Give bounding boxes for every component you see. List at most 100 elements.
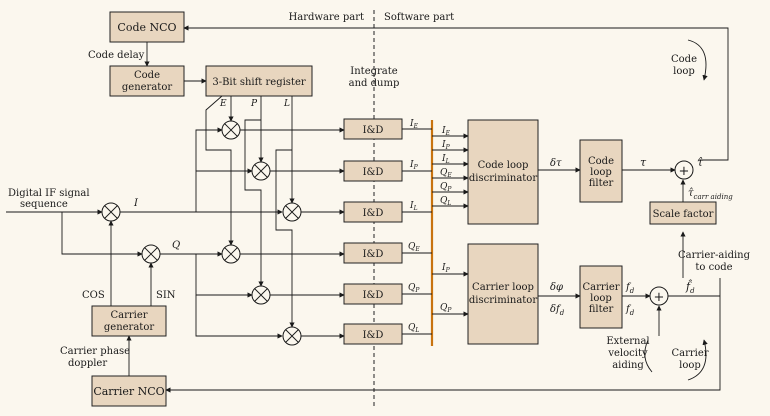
dump-label: and dump <box>349 78 400 89</box>
svg-text:I&D: I&D <box>363 167 384 178</box>
svg-text:I&D: I&D <box>363 330 384 341</box>
input-label-2: sequence <box>20 199 68 210</box>
svg-text:loop: loop <box>590 167 612 178</box>
tau-hat-label: τ̂ <box>697 156 704 169</box>
mixer-ie <box>221 120 241 140</box>
mixer-il <box>282 202 302 222</box>
carrier-phase-label: Carrier phase <box>60 346 130 357</box>
svg-text:loop: loop <box>590 293 612 304</box>
ind-block-ie: I&D <box>343 118 403 140</box>
hardware-label: Hardware part <box>289 12 364 23</box>
carrier-loop-label-1: Carrier <box>671 348 708 359</box>
scale-factor-block: Scale factor <box>649 201 717 225</box>
code-loop-discriminator-block: Code loop discriminator <box>467 119 539 225</box>
code-loop-label-1: Code <box>671 54 697 65</box>
svg-text:I&D: I&D <box>363 290 384 301</box>
svg-text:Code: Code <box>134 70 160 81</box>
ind-out-qp: QP <box>408 283 420 294</box>
svg-text:Code loop: Code loop <box>478 160 529 171</box>
e-tap-label: E <box>219 99 227 109</box>
svg-text:Carrier loop: Carrier loop <box>472 282 534 293</box>
svg-text:generator: generator <box>104 322 154 333</box>
cos-label: COS <box>82 290 105 301</box>
svg-text:Carrier: Carrier <box>582 282 619 293</box>
mixer-ip <box>251 161 271 181</box>
svg-text:I&D: I&D <box>363 249 384 260</box>
carr-aiding-label: τ̂carr aiding <box>688 188 733 201</box>
code-loop-filter-block: Code loop filter <box>579 139 623 203</box>
delta-phi-label: δφ <box>550 282 563 293</box>
svg-text:Scale factor: Scale factor <box>653 209 714 220</box>
software-label: Software part <box>384 12 454 23</box>
fd-label: fd <box>625 282 635 295</box>
code-delay-label: Code delay <box>88 50 145 61</box>
carrier-loop-filter-block: Carrier loop filter <box>579 265 623 329</box>
code-disc-in-ql: QL <box>440 196 451 207</box>
svg-text:discriminator: discriminator <box>469 173 537 184</box>
ind-block-qe: I&D <box>343 242 403 264</box>
code-sum-junction: + <box>674 160 694 180</box>
carrier-disc-in-qp: QP <box>440 303 452 314</box>
carrier-loop-label-2: loop <box>679 360 701 371</box>
delta-tau-label: δτ <box>550 158 562 169</box>
svg-text:3-Bit shift register: 3-Bit shift register <box>212 77 306 88</box>
carrier-generator-block: Carrier generator <box>91 305 167 337</box>
sin-label: SIN <box>156 290 176 301</box>
svg-text:generator: generator <box>122 82 172 93</box>
code-disc-in-ie: IE <box>441 126 451 137</box>
mixer-i <box>101 202 121 222</box>
svg-text:Code NCO: Code NCO <box>117 21 176 34</box>
carrier-nco-block: Carrier NCO <box>91 375 167 407</box>
integrate-label: Integrate <box>350 66 397 77</box>
svg-text:Carrier NCO: Carrier NCO <box>93 385 164 398</box>
l-tap-label: L <box>283 99 290 109</box>
ext-velocity-label-3: aiding <box>612 360 644 371</box>
input-label-1: Digital IF signal <box>8 188 90 199</box>
ext-velocity-label-1: External <box>606 336 649 347</box>
svg-text:+: + <box>679 164 690 179</box>
svg-text:filter: filter <box>589 304 614 315</box>
doppler-label: doppler <box>68 358 107 369</box>
code-nco-block: Code NCO <box>109 11 185 43</box>
svg-text:Carrier: Carrier <box>110 310 147 321</box>
ind-block-ql: I&D <box>343 323 403 345</box>
q-branch-label: Q <box>172 240 180 251</box>
tau-label: τ <box>640 156 647 169</box>
code-disc-in-il: IL <box>441 154 450 165</box>
svg-text:I&D: I&D <box>363 208 384 219</box>
fd-ext-label: fd <box>625 304 635 317</box>
svg-text:I&D: I&D <box>363 125 384 136</box>
ind-out-qe: QE <box>408 242 420 253</box>
ind-out-ie: IE <box>409 119 419 130</box>
ind-block-ip: I&D <box>343 160 403 182</box>
code-disc-in-qp: QP <box>440 182 452 193</box>
svg-text:discriminator: discriminator <box>469 295 537 306</box>
mixer-ql <box>282 326 302 346</box>
mixer-q <box>141 244 161 264</box>
aiding-label-2: to code <box>695 262 732 273</box>
aiding-label-1: Carrier-aiding <box>678 250 751 261</box>
svg-text:Code: Code <box>588 156 614 167</box>
svg-text:filter: filter <box>589 178 614 189</box>
shift-register-block: 3-Bit shift register <box>205 65 313 97</box>
carrier-sum-junction: + <box>649 286 669 306</box>
mixer-qe <box>221 244 241 264</box>
i-branch-label: I <box>133 198 139 209</box>
delta-fd-label: δfd <box>550 304 565 317</box>
fd-hat-label: f̂d <box>685 280 695 295</box>
ind-block-qp: I&D <box>343 283 403 305</box>
code-generator-block: Code generator <box>109 65 185 97</box>
ext-velocity-label-2: velocity <box>607 348 648 359</box>
svg-text:+: + <box>654 290 665 305</box>
code-loop-label-2: loop <box>673 66 695 77</box>
carrier-loop-discriminator-block: Carrier loop discriminator <box>467 243 539 345</box>
carrier-disc-in-ip: IP <box>441 263 451 274</box>
ind-block-il: I&D <box>343 201 403 223</box>
code-disc-in-ip: IP <box>441 140 451 151</box>
ind-out-ql: QL <box>408 323 419 334</box>
ind-out-il: IL <box>409 201 418 212</box>
code-disc-in-qe: QE <box>440 168 452 179</box>
p-tap-label: P <box>250 99 258 109</box>
ind-out-ip: IP <box>409 160 419 171</box>
